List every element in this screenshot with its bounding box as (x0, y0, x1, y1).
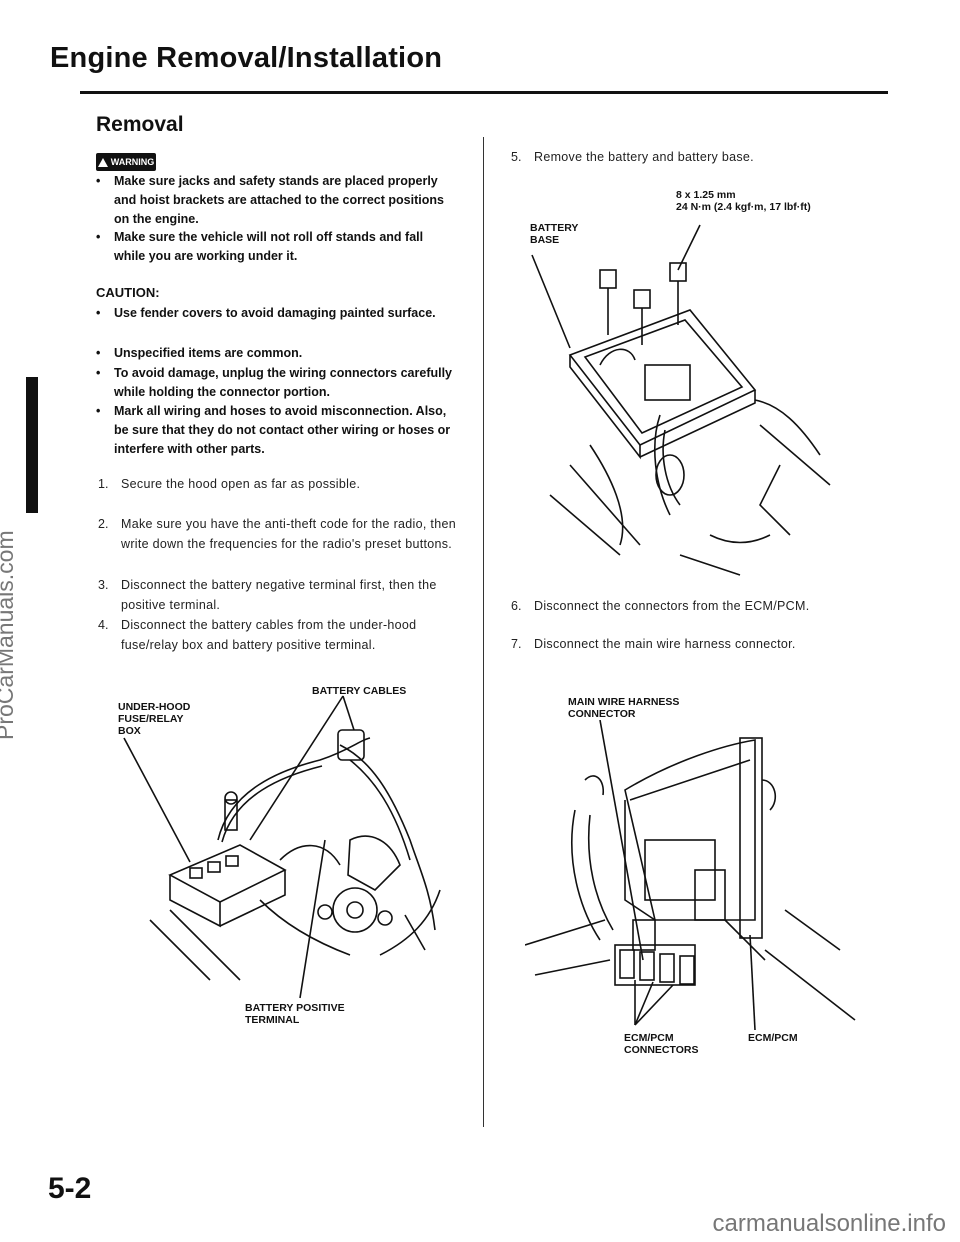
bullet-icon: • (96, 306, 101, 320)
step-number: 1. (98, 477, 109, 491)
fig3-ecm-connector-illustration (525, 720, 856, 1031)
caution-label: CAUTION: (96, 285, 160, 300)
step-number: 7. (511, 637, 522, 651)
page-title: Engine Removal/Installation (50, 42, 443, 74)
step-text: Disconnect the connectors from the ECM/P… (534, 599, 810, 613)
fig3-label-connectors: ECM/PCM CONNECTORS (624, 1032, 699, 1056)
bullet-icon: • (96, 346, 101, 360)
fig2-battery-base-illustration (531, 224, 831, 576)
section-title: Removal (96, 113, 184, 136)
fig3-label-harness: MAIN WIRE HARNESS CONNECTOR (568, 696, 680, 720)
warning-item-text: Make sure jacks and safety stands are pl… (114, 174, 444, 226)
side-watermark: ProCarManuals.com (0, 530, 18, 740)
step-number: 3. (98, 578, 109, 592)
step-text: Secure the hood open as far as possible. (121, 477, 361, 491)
step-text: Disconnect the battery cables from the u… (121, 618, 417, 652)
warning-badge: WARNING (96, 153, 156, 171)
step-number: 4. (98, 618, 109, 632)
caution-item-text: Unspecified items are common. (114, 346, 303, 360)
bullet-icon: • (96, 404, 101, 418)
step-text: Disconnect the battery negative terminal… (121, 578, 437, 612)
fig1-label-fuse-box: UNDER-HOOD FUSE/RELAY BOX (118, 701, 191, 737)
fig3-label-ecm: ECM/PCM (748, 1032, 798, 1044)
fig1-label-battery-cables: BATTERY CABLES (312, 685, 407, 697)
step-number: 2. (98, 517, 109, 531)
fig2-label-battery-base: BATTERY BASE (530, 222, 579, 246)
column-divider (483, 137, 484, 1127)
warning-triangle-icon (97, 157, 108, 167)
step-text: Make sure you have the anti-theft code f… (121, 517, 456, 551)
section-tab-marker (26, 377, 38, 513)
warning-item-text: Make sure the vehicle will not roll off … (114, 230, 424, 263)
caution-item-text: Use fender covers to avoid damaging pain… (114, 306, 436, 320)
step-text: Remove the battery and battery base. (534, 150, 754, 164)
warning-item: • Make sure jacks and safety stands are … (96, 172, 466, 226)
bottom-watermark: carmanualsonline.info (712, 1210, 946, 1237)
fig1-battery-cable-illustration (123, 695, 441, 999)
bullet-icon: • (96, 230, 101, 244)
fig1-label-positive-terminal: BATTERY POSITIVE TERMINAL (245, 1002, 345, 1026)
warning-badge-label: WARNING (110, 157, 155, 167)
page-number: 5-2 (48, 1172, 92, 1205)
fig2-label-bolt-spec: 8 x 1.25 mm 24 N·m (2.4 kgf·m, 17 lbf·ft… (676, 189, 811, 213)
bullet-icon: • (96, 366, 101, 380)
step-text: Disconnect the main wire harness connect… (534, 637, 796, 651)
caution-item-text: To avoid damage, unplug the wiring conne… (114, 366, 453, 399)
step-number: 5. (511, 150, 522, 164)
caution-item-text: Mark all wiring and hoses to avoid misco… (114, 404, 451, 456)
bullet-icon: • (96, 174, 101, 188)
step-number: 6. (511, 599, 522, 613)
warning-item: • Make sure the vehicle will not roll of… (96, 228, 466, 268)
title-rule (80, 91, 888, 94)
